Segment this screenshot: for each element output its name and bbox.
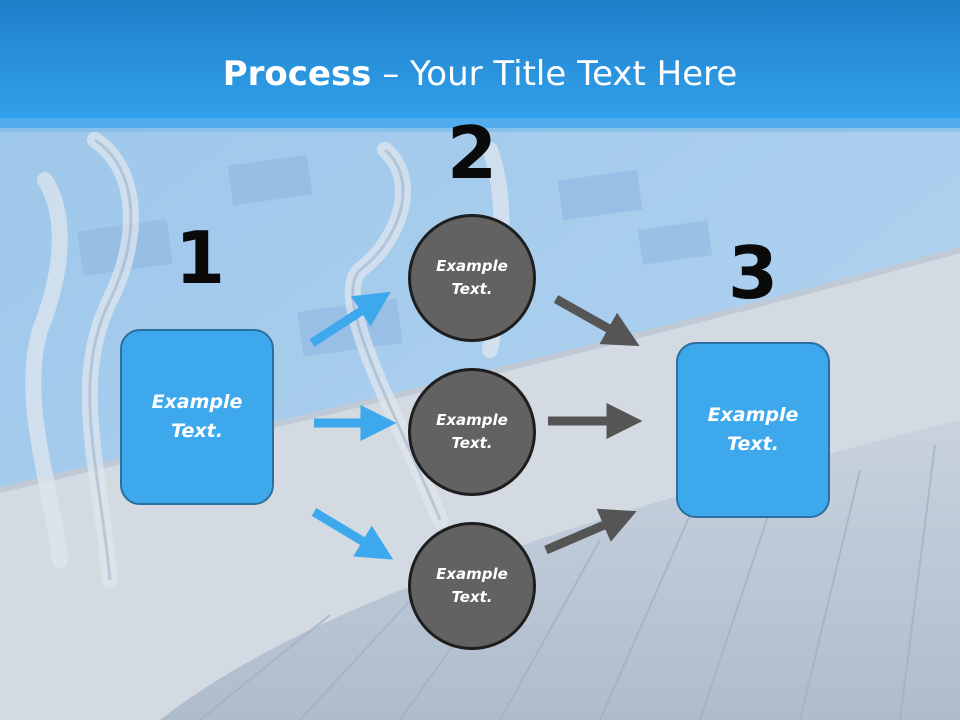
title-bold: Process [222, 54, 372, 94]
right-box-line1: Example [707, 404, 799, 426]
left-box-line2: Text. [171, 420, 223, 442]
arrow-left-to-top [309, 291, 391, 347]
step-number-3: 3 [727, 231, 779, 315]
arrow-bottom-to-right [544, 508, 637, 555]
middle-circle-center[interactable]: Example Text. [408, 368, 536, 496]
right-step-box[interactable]: Example Text. [676, 342, 830, 518]
page-title: Process – Your Title Text Here [0, 52, 960, 96]
circle-center-line2: Text. [451, 434, 493, 452]
middle-circle-bottom[interactable]: Example Text. [408, 522, 536, 650]
arrow-top-to-right [553, 295, 640, 347]
circle-top-line1: Example [436, 257, 508, 275]
circle-top-line2: Text. [451, 280, 493, 298]
left-box-line1: Example [151, 391, 243, 413]
circle-bottom-line2: Text. [451, 588, 493, 606]
left-step-box[interactable]: Example Text. [120, 329, 274, 505]
title-rest: – Your Title Text Here [371, 54, 738, 94]
step-number-1: 1 [174, 216, 226, 300]
arrow-left-to-bottom [311, 508, 394, 560]
circle-center-line1: Example [436, 411, 508, 429]
middle-circle-top[interactable]: Example Text. [408, 214, 536, 342]
right-box-line2: Text. [727, 433, 779, 455]
circle-bottom-line1: Example [436, 565, 508, 583]
step-number-2: 2 [446, 111, 498, 195]
